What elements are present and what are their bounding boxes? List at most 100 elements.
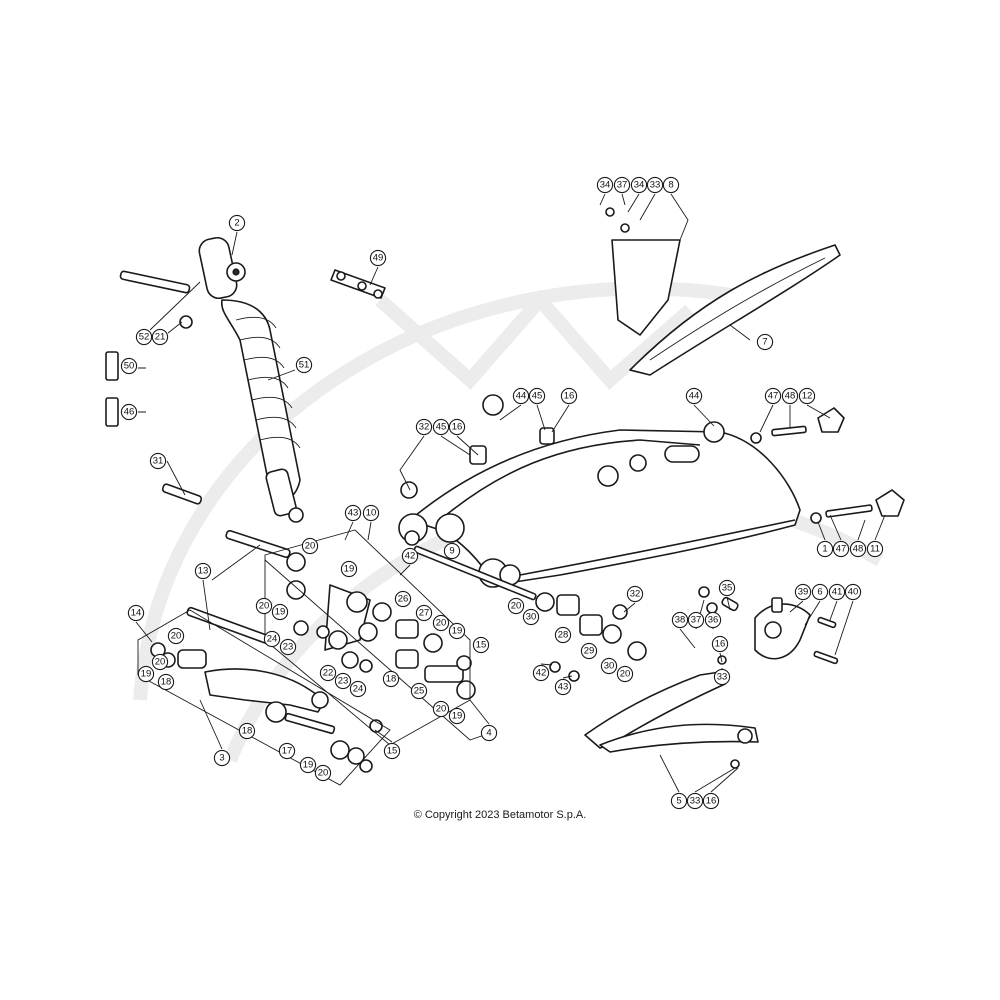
callout-c-18a: 18 xyxy=(157,673,175,691)
callout-c-20f: 20 xyxy=(151,653,169,671)
callout-label: 19 xyxy=(275,607,286,618)
callout-c-14: 14 xyxy=(127,604,145,622)
callout-circle xyxy=(135,328,153,346)
callout-label: 1 xyxy=(822,544,827,555)
callout-c-40: 40 xyxy=(844,583,862,601)
callout-c-38: 38 xyxy=(671,611,689,629)
callout-label: 20 xyxy=(620,669,631,680)
callout-label: 33 xyxy=(690,796,701,807)
callout-c-25: 25 xyxy=(410,682,428,700)
callout-c-16a: 16 xyxy=(560,387,578,405)
chain-guard xyxy=(605,207,841,376)
callout-circle xyxy=(532,664,550,682)
callout-label: 37 xyxy=(617,180,628,191)
callout-circle xyxy=(687,611,705,629)
callout-circle xyxy=(278,742,296,760)
callout-c-19e: 19 xyxy=(448,707,466,725)
callout-circle xyxy=(448,418,466,436)
callout-label: 18 xyxy=(161,677,172,688)
callout-circle xyxy=(279,638,297,656)
callout-c-44a: 44 xyxy=(512,387,530,405)
callout-circle xyxy=(301,537,319,555)
callout-circle xyxy=(127,604,145,622)
callout-c-24b: 24 xyxy=(349,680,367,698)
callout-c-46: 46 xyxy=(120,403,138,421)
callout-label: 20 xyxy=(436,704,447,715)
callout-circle xyxy=(832,540,850,558)
callout-circle xyxy=(167,627,185,645)
callout-c-20c: 20 xyxy=(507,597,525,615)
callout-c-45a: 45 xyxy=(528,387,546,405)
callout-circle xyxy=(671,611,689,629)
callout-circle xyxy=(151,653,169,671)
callout-circle xyxy=(120,357,138,375)
callout-c-8: 8 xyxy=(662,176,680,194)
callout-c-20g: 20 xyxy=(616,665,634,683)
callout-c-51: 51 xyxy=(295,356,313,374)
callout-label: 40 xyxy=(848,587,859,598)
callout-label: 31 xyxy=(153,456,164,467)
callout-circle xyxy=(704,611,722,629)
callout-c-47b: 47 xyxy=(832,540,850,558)
callout-label: 47 xyxy=(768,391,779,402)
callout-c-49: 49 xyxy=(369,249,387,267)
callout-circle xyxy=(596,176,614,194)
callout-c-16d: 16 xyxy=(702,792,720,810)
callout-c-32b: 32 xyxy=(626,585,644,603)
callout-label: 43 xyxy=(348,508,359,519)
callout-circle xyxy=(228,214,246,232)
callout-label: 33 xyxy=(650,180,661,191)
callout-c-23b: 23 xyxy=(334,672,352,690)
callout-circle xyxy=(713,668,731,686)
callout-circle xyxy=(271,603,289,621)
callout-c-24a: 24 xyxy=(263,630,281,648)
callout-label: 50 xyxy=(124,361,135,372)
callout-label: 20 xyxy=(171,631,182,642)
callout-label: 12 xyxy=(802,391,813,402)
callout-label: 17 xyxy=(282,746,293,757)
callout-circle xyxy=(255,597,273,615)
callout-c-19f: 19 xyxy=(299,756,317,774)
callout-circle xyxy=(349,680,367,698)
callout-label: 45 xyxy=(436,422,447,433)
callout-label: 44 xyxy=(689,391,700,402)
chain-slider xyxy=(584,671,759,769)
callout-c-19a: 19 xyxy=(340,560,358,578)
callout-circle xyxy=(194,562,212,580)
callout-label: 15 xyxy=(387,746,398,757)
callout-c-27: 27 xyxy=(415,604,433,622)
callout-label: 32 xyxy=(630,589,641,600)
callout-label: 27 xyxy=(419,608,430,619)
callout-label: 11 xyxy=(870,544,880,555)
callout-circle xyxy=(448,622,466,640)
callout-c-26: 26 xyxy=(394,590,412,608)
callout-label: 21 xyxy=(155,332,166,343)
callout-c-16b: 16 xyxy=(448,418,466,436)
callout-circle xyxy=(401,547,419,565)
callout-label: 48 xyxy=(853,544,864,555)
callout-label: 24 xyxy=(267,634,278,645)
callout-circle xyxy=(263,630,281,648)
callout-label: 20 xyxy=(318,768,329,779)
callout-c-23a: 23 xyxy=(279,638,297,656)
callout-circle xyxy=(443,542,461,560)
callout-circle xyxy=(334,672,352,690)
callout-circle xyxy=(685,387,703,405)
callout-circle xyxy=(554,678,572,696)
callout-circle xyxy=(670,792,688,810)
callout-label: 43 xyxy=(558,682,569,693)
callout-circle xyxy=(828,583,846,601)
callout-c-45b: 45 xyxy=(432,418,450,436)
callout-circle xyxy=(580,642,598,660)
callout-circle xyxy=(798,387,816,405)
callout-label: 47 xyxy=(836,544,847,555)
callout-c-10: 10 xyxy=(362,504,380,522)
callout-circle xyxy=(600,657,618,675)
copyright-notice: © Copyright 2023 Betamotor S.p.A. xyxy=(413,809,587,821)
callout-circle xyxy=(382,670,400,688)
callout-c-19c: 19 xyxy=(448,622,466,640)
callout-label: 37 xyxy=(691,615,702,626)
callout-c-15b: 15 xyxy=(383,742,401,760)
callout-circle xyxy=(686,792,704,810)
callout-c-4: 4 xyxy=(480,724,498,742)
